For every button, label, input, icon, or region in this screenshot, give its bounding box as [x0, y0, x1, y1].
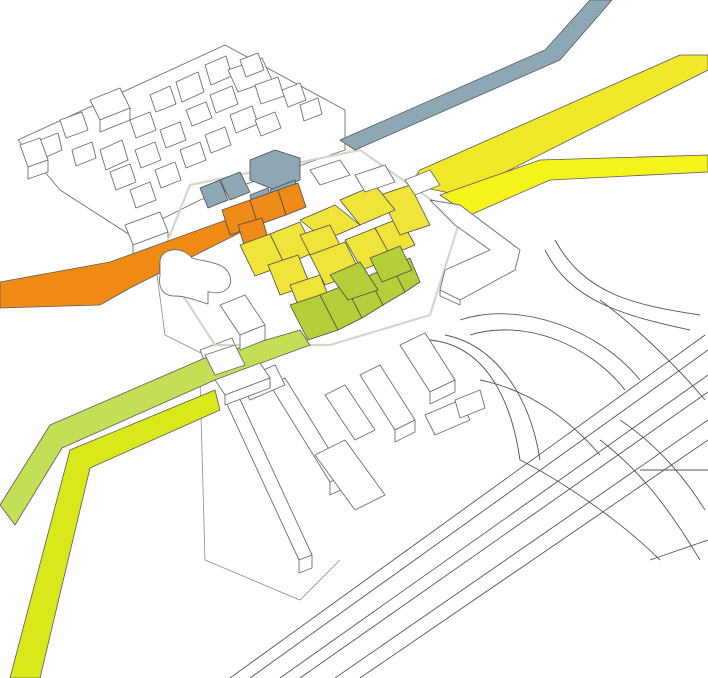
yellow-blocks — [239, 184, 431, 311]
band-green-light — [0, 329, 311, 526]
highway-interchange — [229, 239, 708, 678]
south-parcel-line — [199, 379, 341, 601]
station-blocks — [204, 344, 271, 406]
neighborhood-context — [17, 44, 346, 258]
band-orange — [0, 214, 256, 309]
west-parcel-line — [154, 259, 216, 361]
neighborhood-houses — [19, 52, 323, 258]
south-context — [154, 239, 708, 678]
band-blue — [339, 0, 613, 151]
green-blocks — [289, 245, 421, 341]
curved-building — [159, 249, 232, 305]
band-green — [9, 389, 221, 678]
east-buildings — [219, 159, 521, 351]
orange-blocks — [221, 182, 307, 246]
